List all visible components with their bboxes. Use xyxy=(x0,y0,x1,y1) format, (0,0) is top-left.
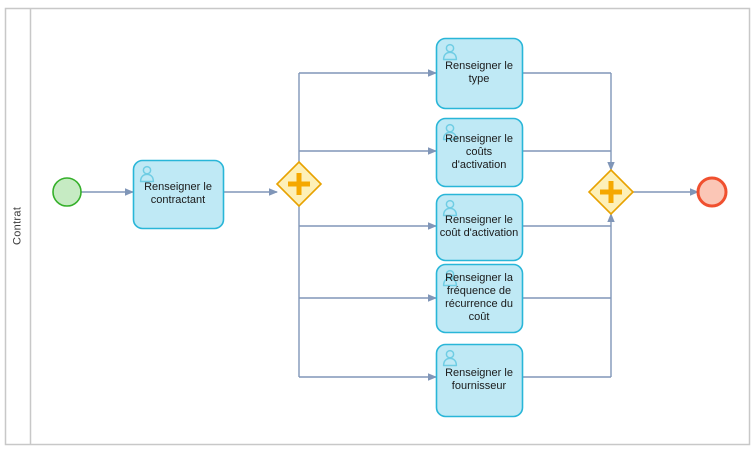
end-event[interactable] xyxy=(696,176,728,208)
task-renseigner-le-couts-d-activation[interactable] xyxy=(435,117,524,188)
user-icon-body xyxy=(442,131,458,141)
user-icon xyxy=(442,269,458,287)
parallel-gateway-join[interactable] xyxy=(587,168,635,216)
user-icon xyxy=(442,43,458,61)
user-icon-body xyxy=(442,277,458,287)
start-event[interactable] xyxy=(52,177,82,207)
user-icon-body xyxy=(442,357,458,367)
pool-label-contrat: Contrat xyxy=(11,206,24,246)
user-icon-body xyxy=(139,173,155,183)
task-renseigner-la-frequence-de-recurrence-du-cout[interactable] xyxy=(435,263,524,334)
task-renseigner-le-fournisseur[interactable] xyxy=(435,343,524,418)
task-renseigner-le-contractant[interactable] xyxy=(132,159,225,230)
user-icon xyxy=(442,123,458,141)
task-box xyxy=(435,117,524,188)
user-icon xyxy=(442,349,458,367)
events xyxy=(52,176,728,208)
user-icon-body xyxy=(442,207,458,217)
tasks xyxy=(132,37,524,418)
task-renseigner-le-type[interactable] xyxy=(435,37,524,110)
user-icon xyxy=(442,199,458,217)
task-box xyxy=(435,343,524,418)
gateways xyxy=(275,160,635,216)
parallel-gateway-split[interactable] xyxy=(275,160,323,208)
sequence-flows xyxy=(81,69,699,381)
task-box xyxy=(435,37,524,110)
task-box xyxy=(435,263,524,334)
task-box xyxy=(132,159,225,230)
task-box xyxy=(435,193,524,262)
task-renseigner-le-cout-d-activation[interactable] xyxy=(435,193,524,262)
user-icon-body xyxy=(442,51,458,61)
user-icon xyxy=(139,165,155,183)
